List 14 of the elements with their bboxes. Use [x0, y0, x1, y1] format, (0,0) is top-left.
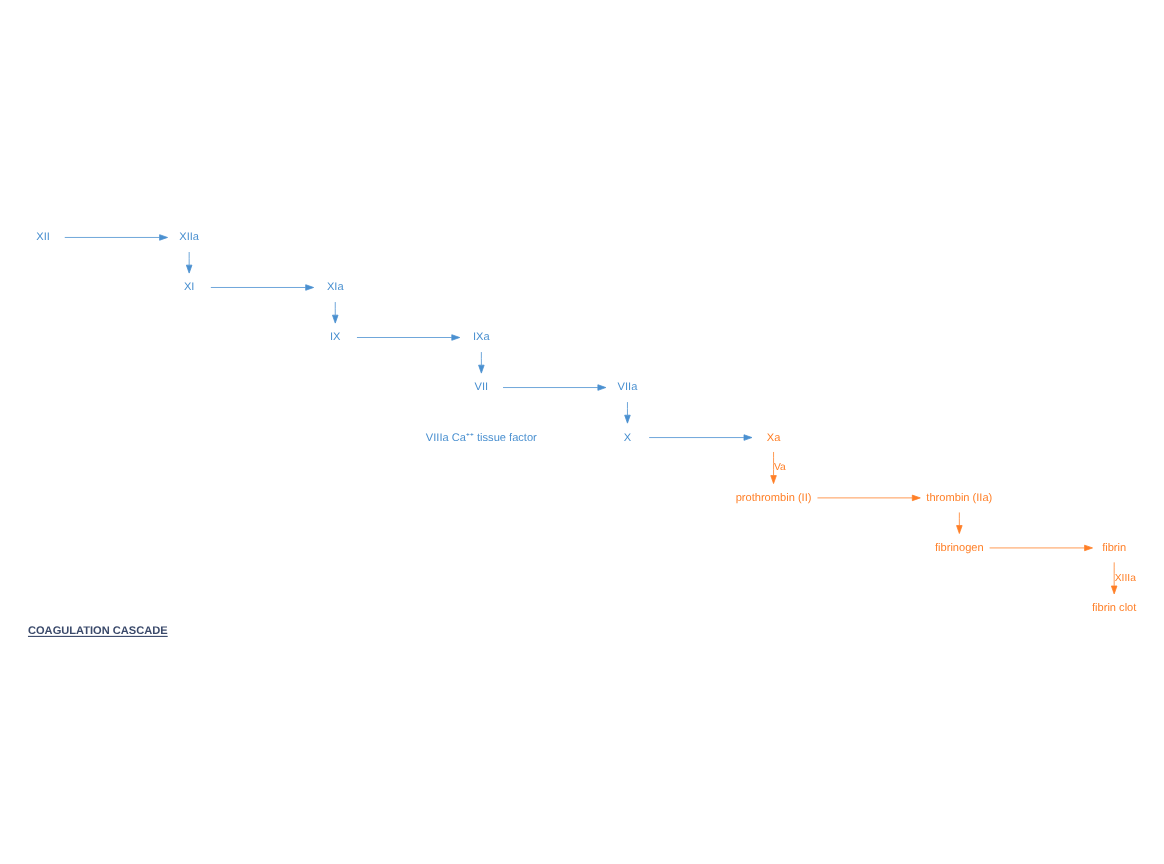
arrow [1111, 561, 1118, 595]
arrow [210, 284, 315, 291]
arrow [989, 544, 1093, 552]
arrow [817, 494, 921, 502]
arrow [186, 251, 193, 274]
arrow [502, 384, 607, 391]
arrow [478, 351, 485, 374]
arrow [624, 401, 631, 424]
arrow [648, 434, 753, 441]
arrow [64, 234, 168, 241]
arrow [356, 334, 461, 341]
arrow [956, 512, 963, 534]
arrow [770, 451, 777, 484]
arrow [332, 301, 339, 324]
